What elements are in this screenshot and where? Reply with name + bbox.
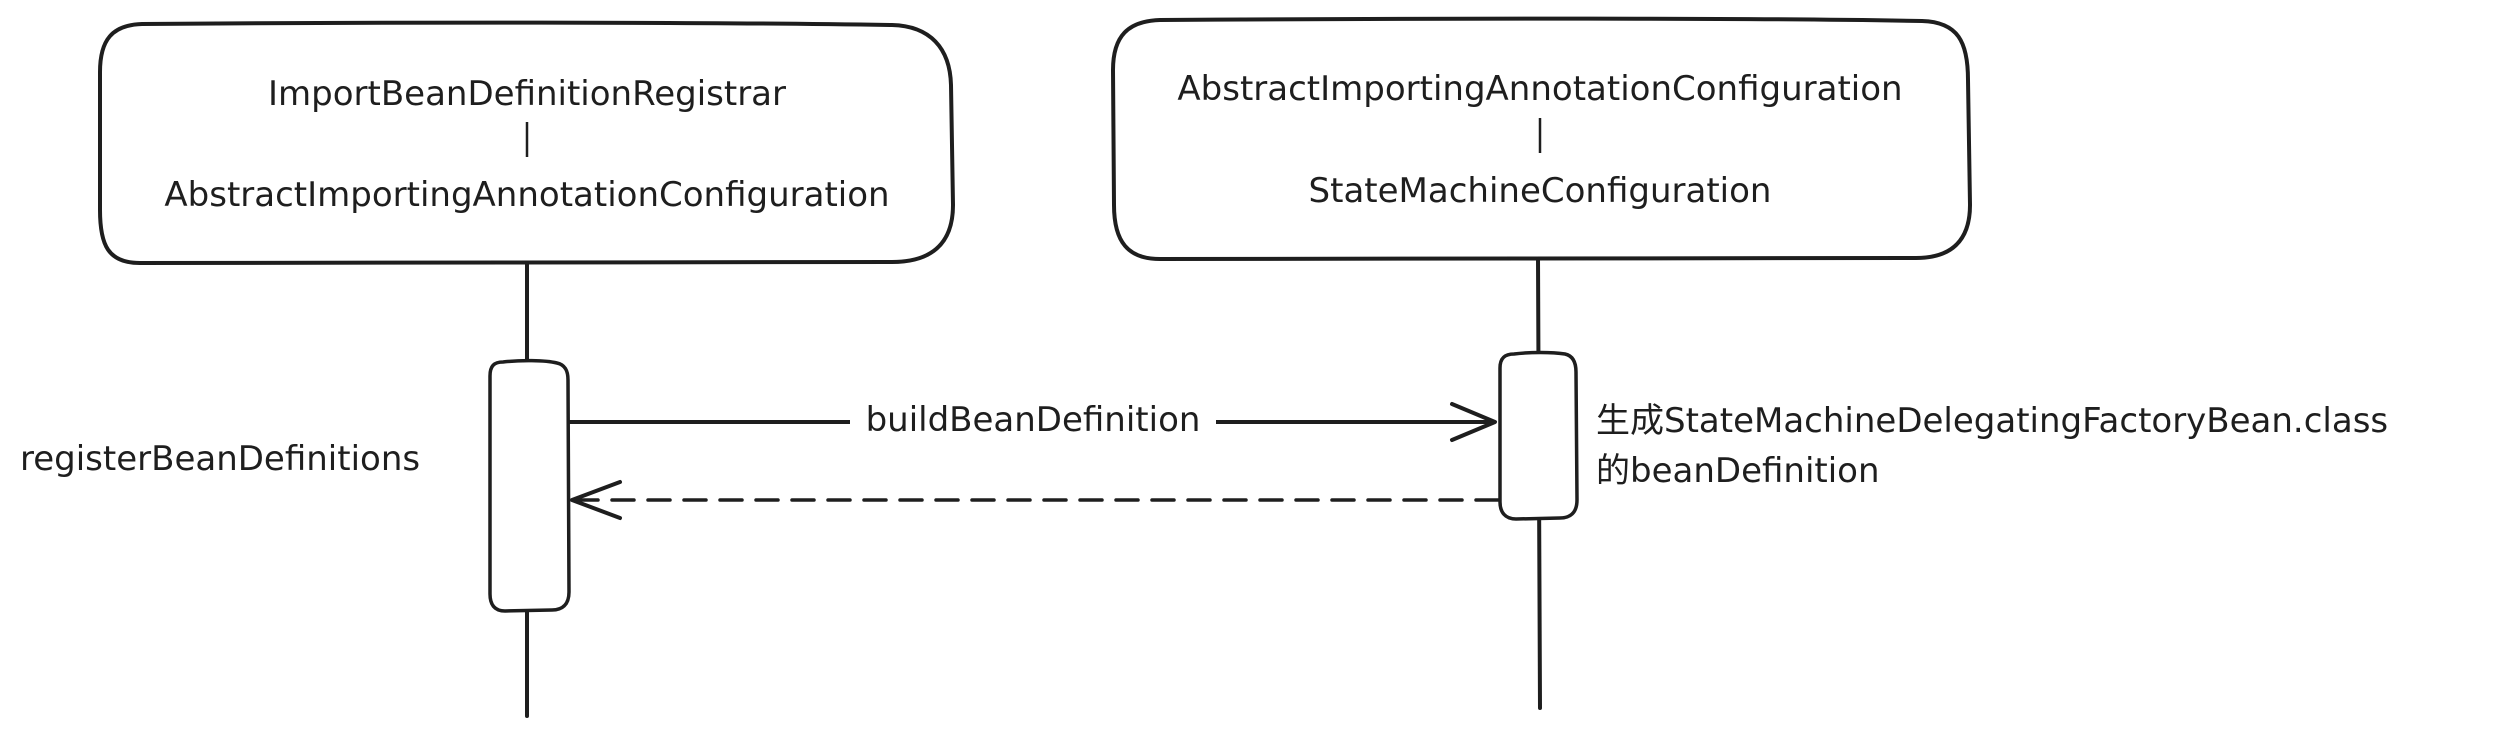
participant-left-subname: AbstractImportingAnnotationConfiguration [164, 175, 889, 215]
note-right-line1: 生成StateMachineDelegatingFactoryBean.clas… [1596, 401, 2388, 441]
activation-right [1498, 350, 1579, 521]
message-return [570, 480, 1500, 520]
participant-right-name: AbstractImportingAnnotationConfiguration [1177, 69, 1902, 109]
message-call-label: buildBeanDefinition [866, 400, 1201, 440]
participant-right[interactable]: AbstractImportingAnnotationConfiguration… [1111, 16, 1972, 261]
participant-right-box [1111, 16, 1972, 261]
activation-left [488, 358, 571, 613]
note-left: registerBeanDefinitions [20, 439, 420, 479]
message-return-arrowhead [570, 480, 622, 520]
participant-right-subname: StateMachineConfiguration [1309, 171, 1772, 211]
message-call-arrowhead [1450, 402, 1497, 442]
note-right-line2: 的beanDefinition [1596, 451, 1880, 491]
message-call: buildBeanDefinition [568, 396, 1497, 442]
participant-left-name: ImportBeanDefinitionRegistrar [268, 74, 786, 114]
message-call-label-bg [850, 396, 1216, 440]
participant-left[interactable]: ImportBeanDefinitionRegistrar AbstractIm… [98, 20, 955, 265]
